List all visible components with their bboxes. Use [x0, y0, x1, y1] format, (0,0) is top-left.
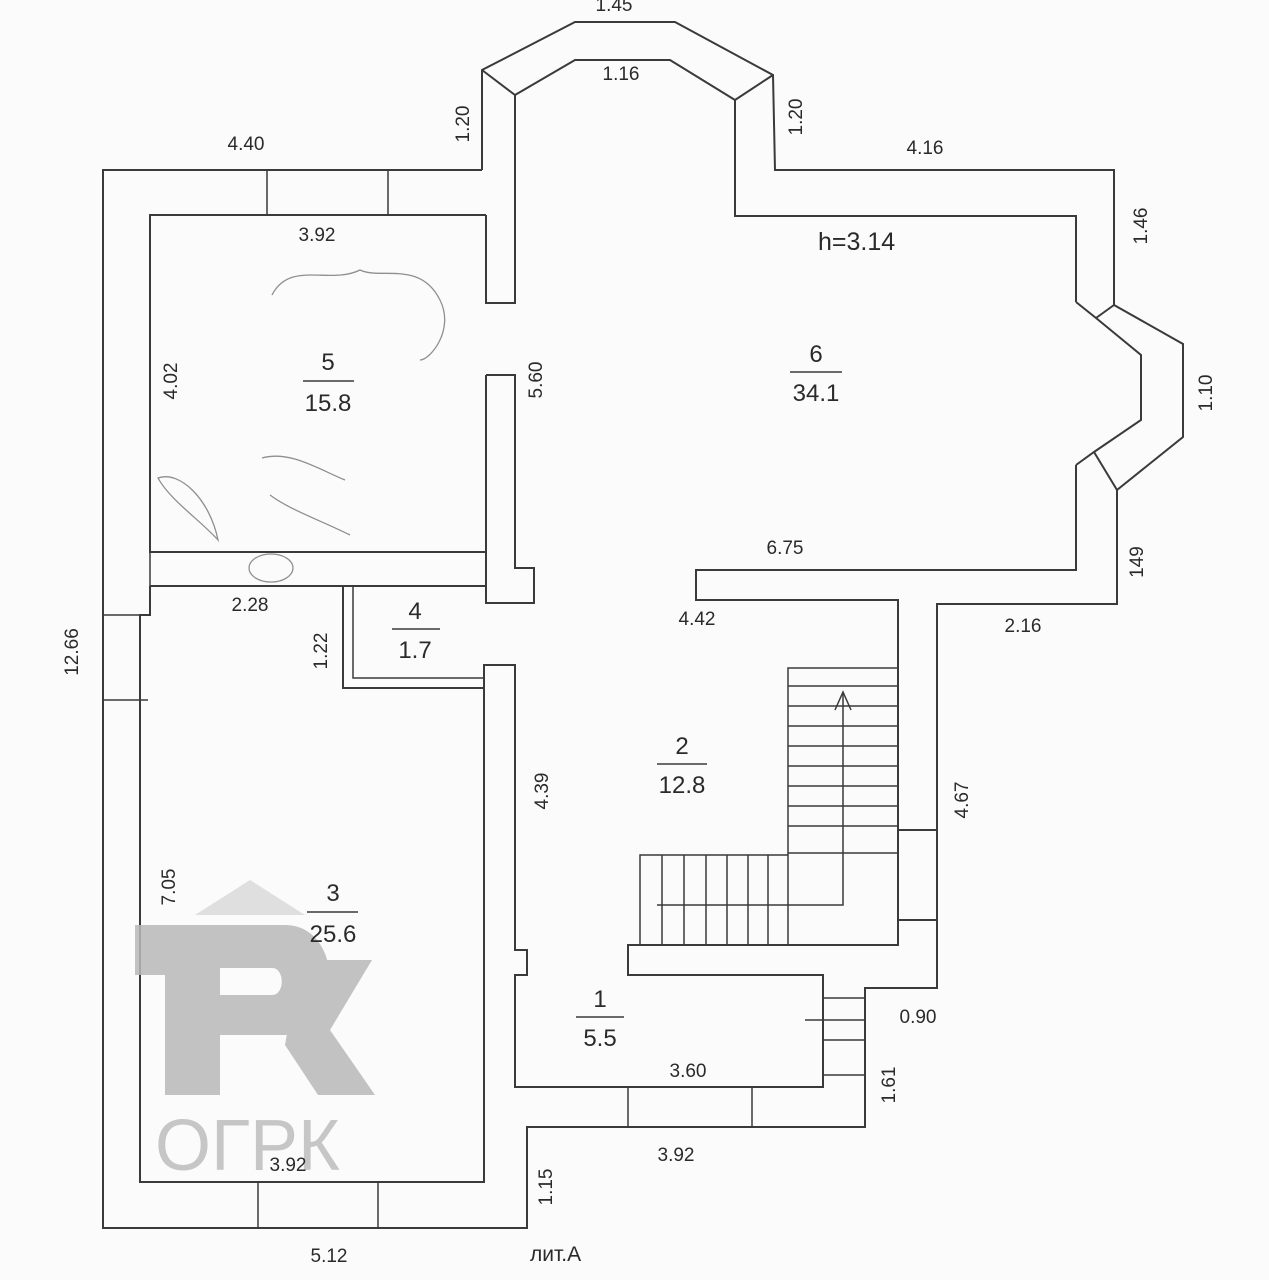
handwritten-scribbles [157, 269, 446, 583]
dimension-label: 4.40 [228, 134, 265, 155]
room-label-5: 5 15.8 [303, 349, 354, 417]
dimension-label: 4.39 [532, 773, 553, 810]
dimension-label: 149 [1127, 546, 1148, 578]
dimension-label: 1.61 [879, 1067, 900, 1104]
ceiling-height-label: h=3.14 [818, 228, 895, 256]
room-number: 6 [809, 341, 822, 368]
dimension-label: 1.16 [603, 64, 640, 85]
dimension-label: 1.22 [311, 633, 332, 670]
room-number: 2 [675, 733, 688, 760]
dimension-label: 4.02 [161, 363, 182, 400]
dimension-label: 2.16 [1005, 616, 1042, 637]
dimension-label: 12.66 [62, 628, 83, 676]
dimension-label: 1.20 [453, 106, 474, 143]
room-label-6: 6 34.1 [790, 341, 842, 407]
dimension-label: 2.28 [232, 595, 269, 616]
room-number: 5 [321, 349, 334, 376]
room-label-1: 1 5.5 [576, 986, 624, 1052]
dimension-label: 0.90 [900, 1007, 937, 1028]
outer-wall-left [102, 169, 1118, 1229]
dimension-label: 6.75 [767, 538, 804, 559]
watermark-letters: ОГРК [155, 1106, 340, 1186]
ogrk-watermark: ОГРК [135, 880, 375, 1186]
dimension-label: 4.42 [679, 609, 716, 630]
room-number: 3 [326, 880, 339, 907]
dimension-label: 3.60 [670, 1061, 707, 1082]
building-letter-caption: лит.А [530, 1243, 581, 1266]
staircase [639, 667, 898, 945]
stair-direction-arrow [657, 692, 844, 906]
dimension-label: 4.67 [952, 782, 973, 819]
room-area: 12.8 [659, 772, 706, 799]
dimension-label: 1.20 [786, 99, 807, 136]
dimension-label: 7.05 [159, 869, 180, 906]
dimension-label: 3.92 [299, 225, 336, 246]
room5-walls [149, 214, 486, 553]
dimension-label: 1.10 [1196, 375, 1217, 412]
dimension-label: 1.45 [596, 0, 633, 16]
dimension-label: 1.46 [1131, 208, 1152, 245]
room-area: 15.8 [305, 390, 352, 417]
room-label-2: 2 12.8 [657, 733, 707, 799]
room-label-4: 4 1.7 [392, 598, 440, 664]
room3-walls [139, 586, 899, 1183]
dimension-label: 5.12 [311, 1246, 348, 1267]
room-label-3: 3 25.6 [307, 880, 358, 948]
room-area: 5.5 [583, 1025, 616, 1052]
inner-bay [514, 59, 736, 101]
room-number: 1 [593, 986, 606, 1013]
dimension-label: 5.60 [526, 362, 547, 399]
walls [102, 21, 1184, 1229]
dimension-label: 1.15 [536, 1169, 557, 1206]
room-labels: 5 15.8 6 34.1 4 1.7 2 12.8 3 25.6 1 5.5 [303, 341, 842, 1052]
watermark-logo-mark [135, 925, 330, 1095]
room-number: 4 [408, 598, 421, 625]
dimension-label: 3.92 [270, 1155, 307, 1176]
outer-wall-top [481, 21, 1115, 305]
dimension-labels: 1.45 1.16 1.20 1.20 4.40 3.92 4.02 5.60 … [62, 0, 1217, 1267]
room-area: 25.6 [310, 921, 357, 948]
dimension-label: 4.16 [907, 138, 944, 159]
dimension-label: 3.92 [658, 1145, 695, 1166]
room-area: 1.7 [398, 637, 431, 664]
room-area: 34.1 [793, 380, 840, 407]
